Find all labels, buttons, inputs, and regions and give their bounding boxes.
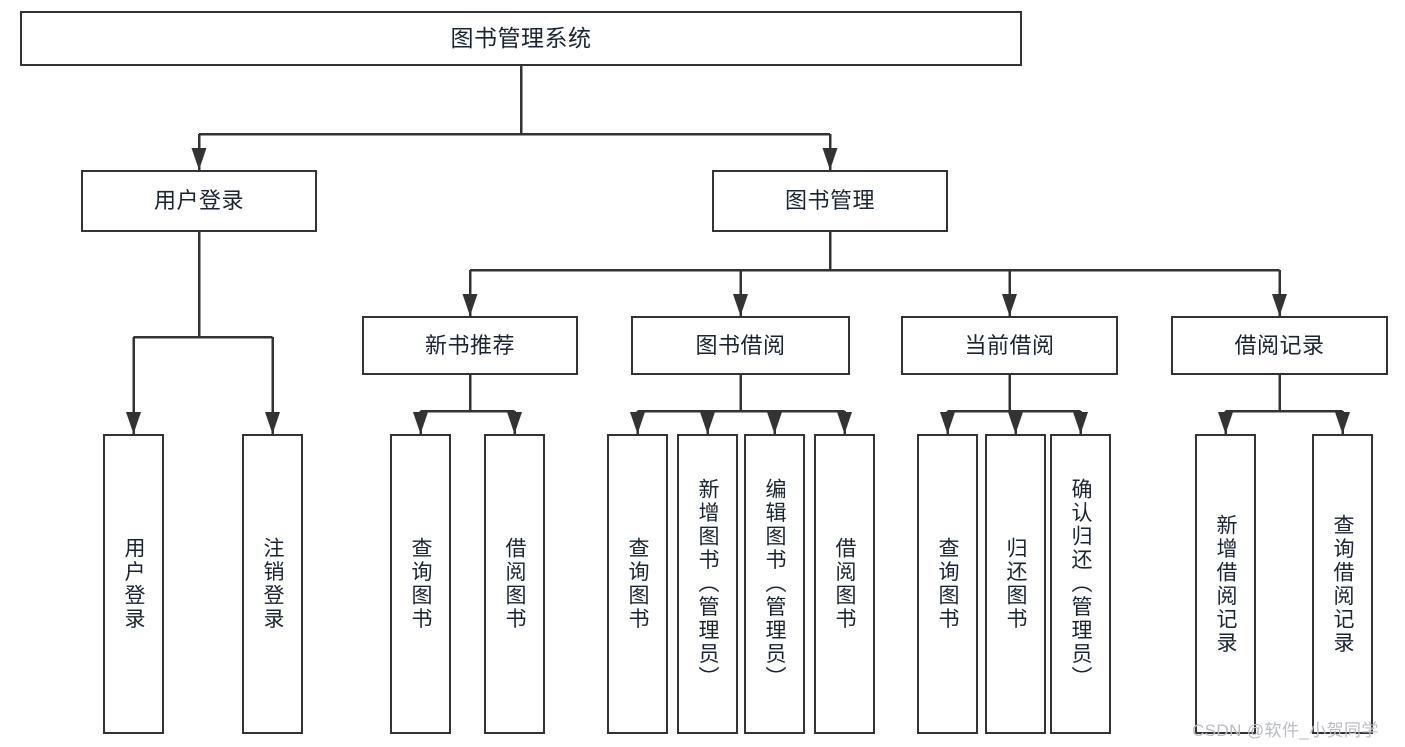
node-leaf-borrow-book-1[interactable]: 借阅图书	[484, 434, 545, 734]
connector-arrowhead	[1002, 294, 1017, 316]
node-leaf-query-book-2[interactable]: 查询图书	[607, 434, 668, 734]
node-label: 编辑图书（管理员）	[763, 478, 786, 690]
node-label: 新增借阅记录	[1214, 513, 1237, 655]
node-leaf-query-book-1[interactable]: 查询图书	[390, 434, 451, 734]
node-current-borrow[interactable]: 当前借阅	[901, 316, 1118, 375]
node-leaf-borrow-book-2[interactable]: 借阅图书	[814, 434, 875, 734]
node-label: 归还图书	[1004, 537, 1027, 631]
node-user-login[interactable]: 用户登录	[81, 170, 317, 232]
node-leaf-logout[interactable]: 注销登录	[242, 434, 303, 734]
connector-arrowhead	[940, 412, 955, 434]
connector-arrowhead	[462, 294, 478, 316]
node-label: 注销登录	[261, 537, 284, 631]
connector-arrowhead	[413, 412, 428, 434]
node-leaf-user-login[interactable]: 用户登录	[103, 434, 164, 734]
connector-arrowhead	[191, 148, 207, 170]
connector-arrowhead	[1008, 412, 1023, 434]
connector-arrowhead	[837, 412, 852, 434]
connector-arrowhead	[265, 412, 280, 434]
node-new-book-rec[interactable]: 新书推荐	[362, 316, 578, 375]
node-book-mgmt[interactable]: 图书管理	[712, 170, 948, 232]
connector-arrowhead	[1218, 412, 1233, 434]
node-label: 用户登录	[122, 537, 145, 631]
node-label: 借阅记录	[1234, 332, 1325, 358]
node-label: 图书管理系统	[450, 25, 592, 52]
node-label: 当前借阅	[964, 332, 1055, 358]
node-label: 查询借阅记录	[1331, 513, 1354, 655]
node-leaf-edit-book[interactable]: 编辑图书（管理员）	[744, 434, 805, 734]
node-label: 借阅图书	[833, 537, 856, 631]
connector-arrowhead	[1272, 294, 1287, 316]
node-borrow-record[interactable]: 借阅记录	[1171, 316, 1388, 375]
node-leaf-query-book-3[interactable]: 查询图书	[917, 434, 978, 734]
connector-arrowhead	[822, 148, 838, 170]
node-label: 确认归还（管理员）	[1069, 478, 1092, 690]
node-book-borrow[interactable]: 图书借阅	[631, 316, 850, 375]
connector-arrowhead	[1335, 412, 1350, 434]
node-label: 查询图书	[409, 537, 432, 631]
connector-arrowhead	[507, 412, 522, 434]
node-label: 查询图书	[936, 537, 959, 631]
node-leaf-add-book[interactable]: 新增图书（管理员）	[677, 434, 738, 734]
node-root[interactable]: 图书管理系统	[20, 11, 1022, 66]
node-leaf-add-record[interactable]: 新增借阅记录	[1195, 434, 1256, 734]
node-label: 借阅图书	[503, 537, 526, 631]
watermark-label: CSDN @软件_小贺同学	[1192, 721, 1379, 740]
node-leaf-confirm-return[interactable]: 确认归还（管理员）	[1050, 434, 1111, 734]
node-label: 新书推荐	[424, 332, 515, 358]
connector-arrowhead	[767, 412, 782, 434]
node-leaf-return-book[interactable]: 归还图书	[985, 434, 1046, 734]
connector-arrowhead	[700, 412, 715, 434]
connector-arrowhead	[1073, 412, 1088, 434]
node-label: 新增图书（管理员）	[696, 478, 719, 690]
connector-arrowhead	[126, 412, 141, 434]
node-label: 用户登录	[153, 188, 244, 214]
node-label: 图书借阅	[695, 332, 786, 358]
node-leaf-query-record[interactable]: 查询借阅记录	[1312, 434, 1373, 734]
connector-arrowhead	[630, 412, 645, 434]
node-label: 图书管理	[784, 188, 875, 214]
connector-arrowhead	[733, 294, 748, 316]
node-label: 查询图书	[626, 537, 649, 631]
